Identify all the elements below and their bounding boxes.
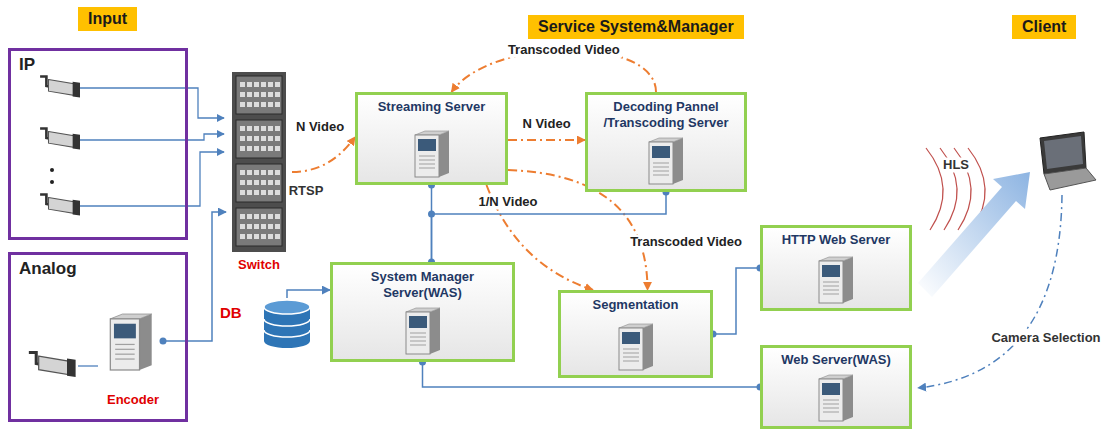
- node-label: Encoder: [99, 388, 163, 411]
- junction-dot: [160, 338, 167, 345]
- node-label: Web Server(WAS): [763, 348, 909, 368]
- edge-label: N Video: [520, 117, 572, 132]
- section-tag: Input: [78, 7, 137, 31]
- network-link: [287, 290, 330, 298]
- node-label: Service System&Manager: [538, 18, 734, 36]
- ip-cameras: [40, 76, 80, 215]
- server-box: System Manager Server(WAS): [330, 262, 515, 362]
- protocol-label: HLS: [941, 158, 971, 173]
- video-flow-arrow: [508, 139, 585, 141]
- server-box: HTTP Web Server: [760, 225, 912, 311]
- junction-dot: [428, 211, 435, 218]
- video-flow-arrow: [292, 137, 355, 172]
- edge-label: 1/N Video: [476, 195, 539, 210]
- edge-label: Transcoded Video: [506, 43, 622, 58]
- encoder-server: Encoder: [99, 311, 163, 411]
- server-box: Segmentation: [558, 290, 713, 378]
- section-tag: Service System&Manager: [528, 15, 744, 39]
- server-icon: [813, 255, 859, 305]
- input-group-box: IP: [8, 48, 188, 240]
- camera-selection-line: [918, 195, 1062, 388]
- server-icon: [400, 306, 446, 356]
- switch-icon: [228, 72, 290, 252]
- network-link: [713, 268, 760, 334]
- node-label: Analog: [11, 255, 185, 283]
- laptop: [1040, 132, 1096, 190]
- input-group-box: AnalogEncoder: [8, 252, 188, 422]
- node-label: Switch: [226, 257, 292, 272]
- server-box: Decoding Pannel /Transcoding Server: [585, 92, 747, 192]
- section-tag: Client: [1012, 15, 1076, 39]
- database: DB: [220, 298, 312, 350]
- protocol-label: RTSP: [287, 184, 326, 199]
- edge-label: Transcoded Video: [628, 235, 744, 250]
- node-label: DB: [220, 298, 312, 321]
- node-label: System Manager Server(WAS): [333, 265, 512, 300]
- hls-arrow: [918, 172, 1030, 297]
- node-label: Decoding Pannel /Transcoding Server: [588, 95, 744, 130]
- server-box: Streaming Server: [355, 92, 508, 185]
- server-box: Web Server(WAS): [760, 345, 912, 429]
- database-cylinder: [262, 299, 312, 349]
- node-label: IP: [11, 51, 185, 79]
- network-link: [163, 212, 226, 341]
- analog-camera: [29, 352, 98, 377]
- server-icon: [103, 311, 159, 373]
- node-label: Streaming Server: [358, 95, 505, 115]
- edge-label: N Video: [294, 120, 346, 135]
- node-label: Input: [88, 10, 127, 28]
- server-icon: [643, 136, 689, 186]
- node-label: Segmentation: [561, 293, 710, 313]
- network-switch: Switch: [226, 72, 292, 272]
- server-icon: [409, 129, 455, 179]
- annotation-label: Camera Selection: [989, 331, 1102, 346]
- server-icon: [613, 322, 659, 372]
- camera-wires: [80, 88, 224, 206]
- server-icon: [813, 373, 859, 423]
- node-label: HTTP Web Server: [763, 228, 909, 248]
- network-link: [432, 192, 667, 262]
- node-label: Client: [1022, 18, 1066, 36]
